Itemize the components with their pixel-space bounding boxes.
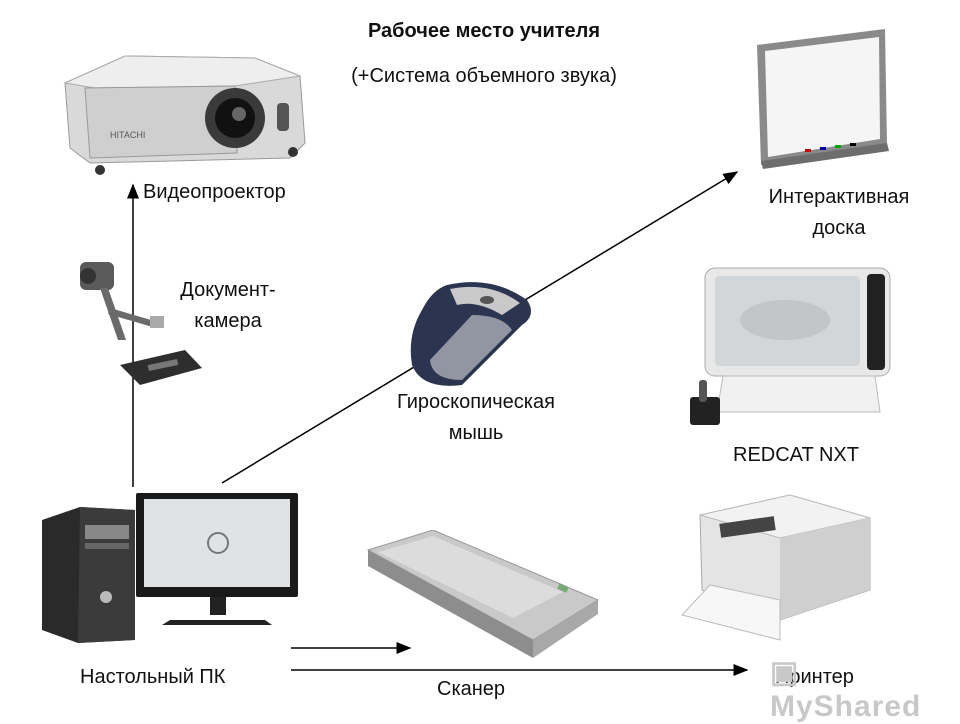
page-title: Рабочее место учителя — [367, 20, 601, 42]
document-camera-image — [80, 262, 202, 385]
redcat-nxt-image — [690, 267, 891, 425]
gyroscopic-mouse-label-line1: Гироскопическая — [397, 391, 555, 413]
whiteboard-label-line2: доска — [812, 217, 866, 239]
projector-label: Видеопроектор — [143, 181, 286, 203]
printer-label: Принтер — [775, 666, 854, 688]
interactive-whiteboard-image — [757, 29, 889, 169]
gyroscopic-mouse-label: Гироскопическая мышь — [378, 387, 574, 449]
watermark-text: MyShared — [770, 690, 922, 723]
whiteboard-label-line1: Интерактивная — [768, 186, 910, 208]
projector-brand: HITACHI — [110, 130, 145, 140]
redcat-label: REDCAT NXT — [733, 444, 859, 466]
scanner-label: Сканер — [437, 678, 506, 700]
gyroscopic-mouse-image — [410, 282, 531, 386]
printer-image — [681, 494, 871, 641]
document-camera-label-line1: Документ- — [180, 279, 276, 301]
document-camera-label-line2: камера — [194, 310, 262, 332]
desktop-pc-image — [42, 493, 298, 643]
page-subtitle: (+Система объемного звука) — [351, 65, 617, 87]
projector-image: HITACHI — [63, 55, 306, 175]
whiteboard-label: Интерактивная доска — [752, 182, 926, 244]
gyroscopic-mouse-label-line2: мышь — [448, 422, 504, 444]
watermark-logo: ▣ MyShared — [770, 655, 960, 724]
document-camera-label: Документ- камера — [168, 275, 288, 337]
scanner-image — [366, 530, 600, 658]
watermark-logo-icon: ▣ — [770, 656, 800, 689]
desktop-pc-label: Настольный ПК — [80, 666, 226, 688]
